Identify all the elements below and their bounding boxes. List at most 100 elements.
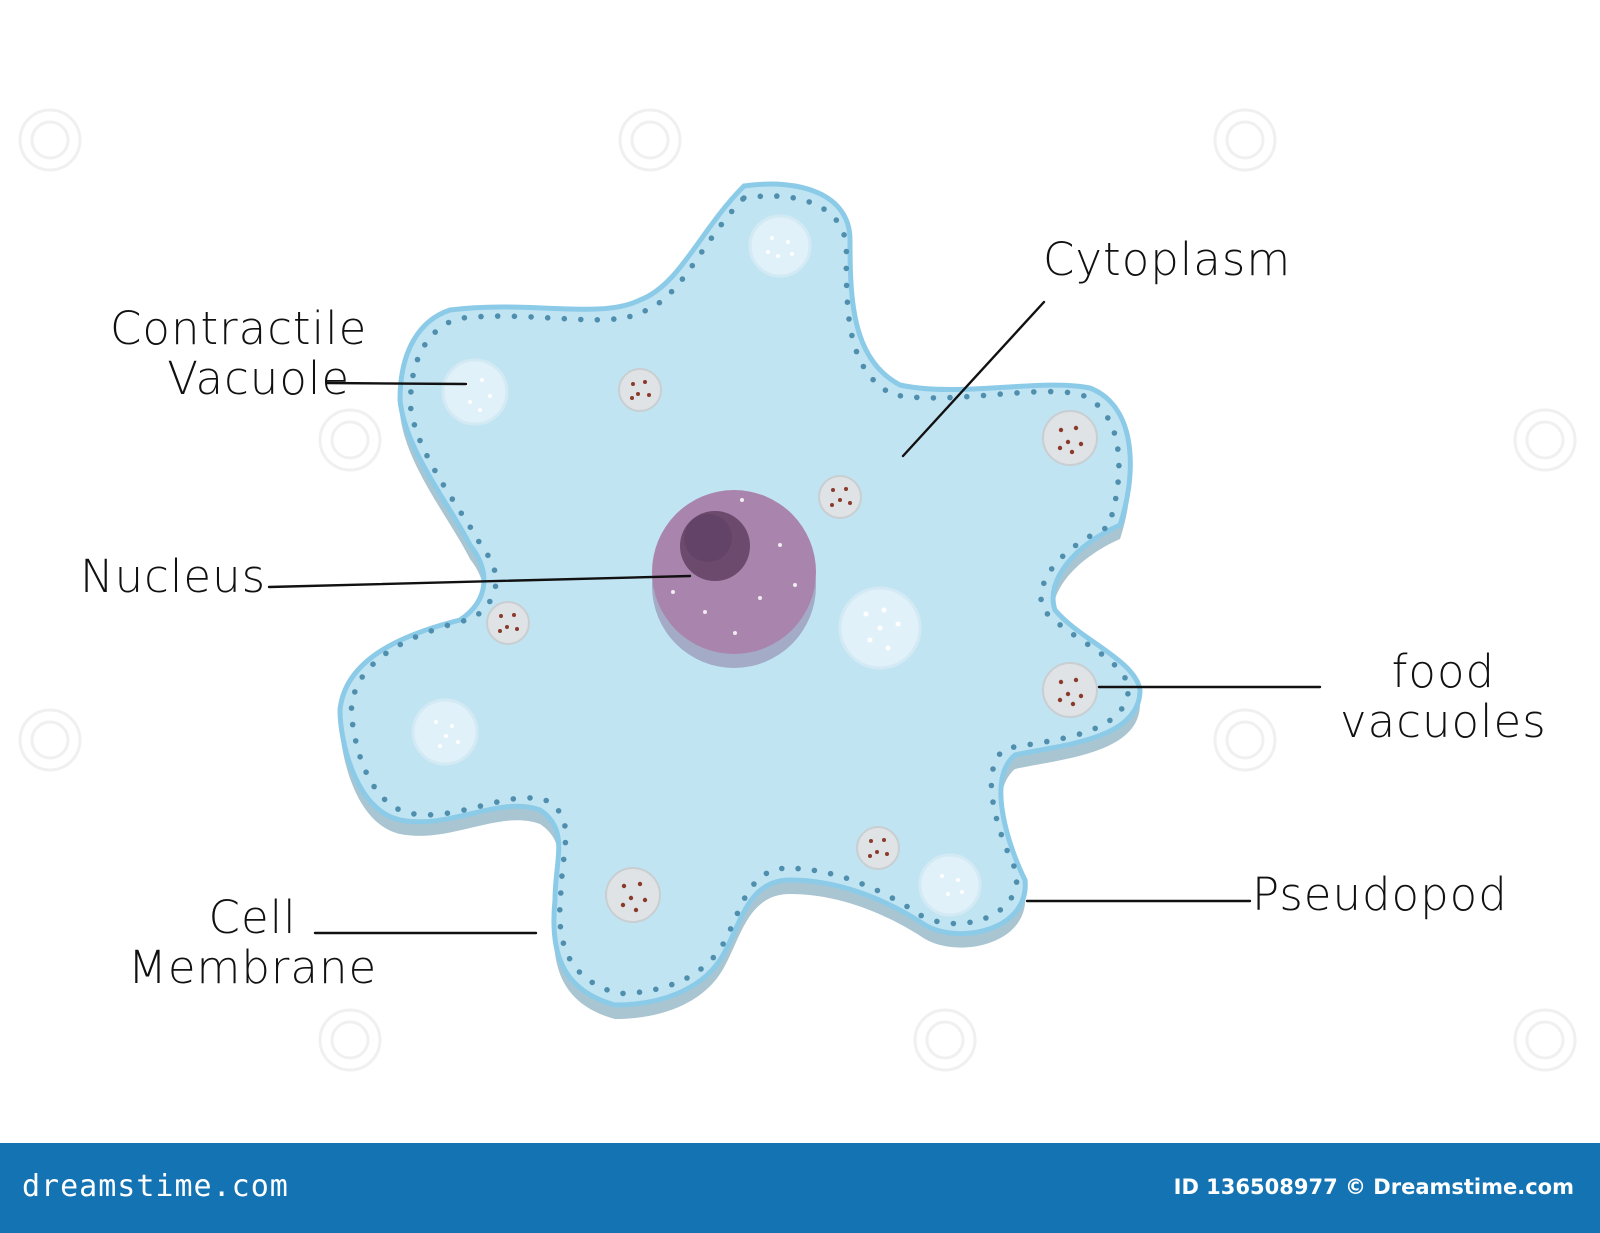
membrane-dot	[1014, 390, 1020, 396]
membrane-dot	[656, 299, 663, 306]
membrane-dot	[428, 628, 435, 634]
watermark-swirls	[18, 108, 1577, 1072]
membrane-dot	[348, 705, 355, 711]
membrane-dot	[1038, 596, 1044, 603]
label-cytoplasm-text: Cytoplasm	[1043, 233, 1292, 286]
food-vacuole-3	[1042, 410, 1098, 466]
membrane-dot	[843, 875, 850, 881]
label-nucleus: Nucleus	[80, 550, 267, 603]
membrane-dot	[1057, 622, 1063, 628]
membrane-dot	[806, 199, 812, 205]
membrane-dot	[757, 193, 764, 200]
membrane-dot	[494, 313, 501, 319]
membrane-dot	[990, 799, 996, 805]
membrane-dot	[1031, 389, 1037, 395]
membrane-dot	[562, 839, 569, 846]
membrane-dot	[1116, 462, 1122, 469]
food-vacuole-1	[618, 368, 662, 412]
membrane-dot	[352, 738, 359, 744]
membrane-dot	[1072, 542, 1079, 549]
contractile-vacuole-5	[918, 853, 982, 917]
membrane-dot	[1010, 744, 1017, 750]
membrane-dot	[414, 356, 421, 363]
leader-lines	[267, 300, 1322, 935]
membrane-dot	[408, 405, 414, 412]
membrane-dot	[560, 940, 567, 946]
membrane-dot	[620, 990, 626, 997]
membrane-dot	[594, 317, 601, 323]
membrane-dot	[510, 796, 517, 802]
membrane-dot	[740, 196, 746, 202]
membrane-dot	[843, 265, 850, 272]
membrane-dot	[998, 831, 1005, 838]
membrane-dot	[371, 783, 377, 790]
membrane-dot	[467, 524, 474, 530]
membrane-dot	[1044, 738, 1050, 745]
membrane-dot	[408, 389, 414, 395]
label-nucleus-text: Nucleus	[80, 550, 267, 603]
membrane-dot	[860, 363, 867, 370]
membrane-dot	[934, 918, 940, 925]
contractile-vacuole-3	[838, 586, 922, 670]
membrane-dot	[411, 422, 418, 428]
membrane-dot	[611, 316, 617, 322]
membrane-dot	[889, 895, 896, 901]
membrane-dot	[874, 887, 881, 894]
membrane-dot	[897, 393, 904, 399]
membrane-dot	[679, 276, 686, 282]
membrane-dot	[370, 661, 376, 667]
label-food-vacuoles-line2: vacuoles	[1340, 695, 1547, 749]
membrane-dot	[918, 912, 924, 919]
membrane-dot	[727, 926, 734, 932]
membrane-dot	[544, 315, 551, 321]
membrane-dot	[491, 567, 498, 573]
membrane-dot	[846, 316, 852, 322]
leader-line-contractile-vacuole	[325, 381, 468, 386]
contractile-vacuole-1	[748, 214, 812, 278]
membrane-dot	[485, 552, 491, 559]
membrane-dot	[1112, 495, 1119, 502]
footer-brand[interactable]: dreamstime.com	[22, 1169, 289, 1204]
membrane-dot	[487, 598, 493, 605]
membrane-dot	[1059, 553, 1066, 560]
membrane-dot	[1008, 895, 1015, 901]
membrane-dot	[1004, 847, 1010, 854]
membrane-dot	[412, 634, 419, 640]
membrane-dot	[1086, 533, 1093, 540]
membrane-dot	[669, 981, 675, 988]
membrane-dot	[997, 907, 1004, 913]
label-cell-membrane-line2: Membrane	[128, 941, 378, 995]
membrane-dot	[543, 797, 549, 804]
membrane-dot	[444, 622, 451, 629]
membrane-dot	[458, 510, 465, 516]
membrane-dot	[967, 919, 973, 926]
membrane-dot	[996, 751, 1003, 757]
label-food-vacuoles-line1: food	[1391, 645, 1496, 698]
membrane-dot	[494, 799, 500, 805]
membrane-dot	[1094, 402, 1101, 408]
membrane-dot	[478, 313, 484, 320]
membrane-dot	[1081, 393, 1087, 399]
membrane-dot	[476, 611, 482, 617]
membrane-dot	[990, 766, 996, 772]
membrane-dot	[1105, 415, 1111, 421]
membrane-dot	[627, 313, 633, 320]
membrane-dot	[843, 282, 850, 289]
food-vacuole-4	[486, 601, 530, 645]
membrane-dot	[578, 316, 584, 323]
membrane-dot	[728, 208, 735, 215]
membrane-dot	[904, 903, 910, 910]
membrane-dot	[844, 299, 851, 306]
membrane-dot	[1076, 731, 1083, 737]
contractile-vacuole-4	[411, 698, 479, 766]
membrane-dot	[1041, 580, 1047, 587]
membrane-dot	[689, 262, 696, 269]
membrane-dot	[560, 856, 567, 863]
membrane-dot	[1098, 651, 1105, 657]
membrane-dot	[930, 395, 937, 401]
membrane-dot	[511, 313, 518, 320]
leader-line-cytoplasm	[901, 300, 1046, 458]
membrane-dot	[432, 467, 438, 474]
membrane-dot	[1027, 741, 1033, 748]
membrane-dot	[558, 890, 564, 896]
